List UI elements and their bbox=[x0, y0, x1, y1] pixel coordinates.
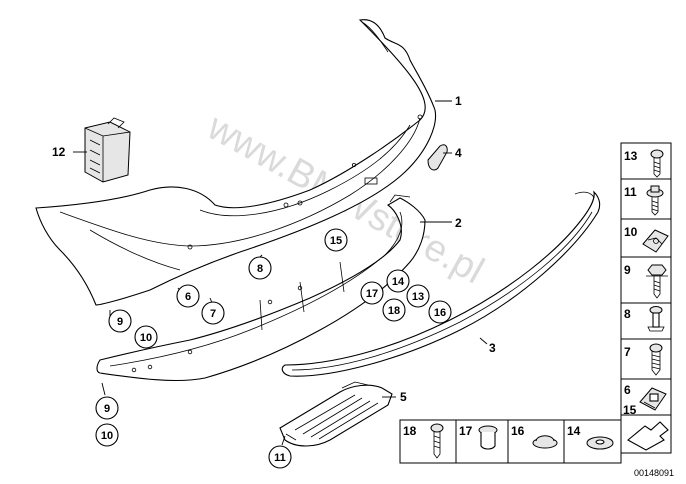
svg-text:7: 7 bbox=[210, 308, 216, 320]
svg-text:15: 15 bbox=[330, 235, 342, 247]
legend-item-6[interactable]: 6 bbox=[620, 378, 672, 416]
legend-item-9[interactable]: 9 bbox=[620, 256, 672, 304]
legend-item-10[interactable]: 10 bbox=[620, 218, 672, 258]
circled-callouts: 15 8 14 17 13 18 16 6 bbox=[95, 228, 452, 469]
svg-text:10: 10 bbox=[140, 332, 152, 344]
flange-screw-icon bbox=[646, 185, 664, 216]
svg-text:13: 13 bbox=[412, 291, 424, 303]
svg-text:6: 6 bbox=[624, 383, 631, 397]
legend-item-15[interactable]: 15 bbox=[620, 403, 672, 454]
svg-text:8: 8 bbox=[624, 307, 631, 321]
bolt-icon bbox=[430, 423, 444, 459]
plug-icon bbox=[532, 435, 558, 449]
svg-text:11: 11 bbox=[624, 185, 637, 199]
rear-bumper-panel[interactable] bbox=[35, 19, 437, 306]
svg-text:11: 11 bbox=[274, 452, 286, 464]
svg-text:13: 13 bbox=[624, 149, 638, 163]
svg-text:18: 18 bbox=[388, 305, 400, 317]
legend-item-8[interactable]: 8 bbox=[620, 302, 672, 340]
svg-text:9: 9 bbox=[104, 403, 110, 415]
circled-callout-7[interactable]: 7 bbox=[201, 301, 225, 325]
circled-callout-8[interactable]: 8 bbox=[248, 256, 272, 280]
hex-screw-icon bbox=[646, 264, 668, 299]
callout-1[interactable]: 1 bbox=[455, 94, 462, 108]
spring-nut-icon bbox=[642, 229, 669, 253]
legend-item-7[interactable]: 7 bbox=[620, 338, 672, 380]
arrow-icon bbox=[627, 421, 669, 451]
rear-apron[interactable] bbox=[96, 194, 426, 382]
svg-text:18: 18 bbox=[403, 424, 417, 438]
clip-nut-icon bbox=[639, 387, 667, 411]
circled-callout-16[interactable]: 16 bbox=[428, 300, 452, 324]
svg-text:9: 9 bbox=[624, 263, 631, 277]
trim-strip[interactable] bbox=[281, 190, 601, 377]
callout-12[interactable]: 12 bbox=[52, 145, 66, 159]
svg-text:15: 15 bbox=[623, 403, 637, 417]
lower-guard-plate[interactable] bbox=[279, 381, 393, 447]
circled-callout-15[interactable]: 15 bbox=[324, 228, 348, 252]
legend-bottom: 18 17 16 14 bbox=[399, 419, 622, 464]
svg-text:10: 10 bbox=[101, 430, 113, 442]
circled-callout-9-lower[interactable]: 9 bbox=[95, 396, 119, 420]
circled-callout-13[interactable]: 13 bbox=[406, 284, 430, 308]
rivet-icon bbox=[647, 306, 665, 332]
svg-text:6: 6 bbox=[185, 291, 191, 303]
legend-item-13[interactable]: 13 bbox=[620, 142, 672, 180]
callout-4[interactable]: 4 bbox=[455, 146, 462, 160]
circled-callout-11[interactable]: 11 bbox=[268, 445, 292, 469]
circled-callout-10-lower[interactable]: 10 bbox=[95, 423, 119, 447]
diagram-id: 00148091 bbox=[634, 468, 674, 478]
circled-callout-17[interactable]: 17 bbox=[360, 281, 384, 305]
svg-text:8: 8 bbox=[257, 263, 263, 275]
callout-2[interactable]: 2 bbox=[455, 216, 462, 230]
screw-icon bbox=[650, 149, 664, 178]
callout-3[interactable]: 3 bbox=[489, 341, 496, 355]
legend-item-11[interactable]: 11 bbox=[620, 178, 672, 220]
reflector-part[interactable] bbox=[427, 144, 448, 171]
grommet-icon bbox=[478, 425, 498, 450]
legend-right: 13 11 10 bbox=[620, 142, 672, 454]
svg-text:17: 17 bbox=[459, 424, 473, 438]
legend-item-17[interactable]: 17 bbox=[455, 419, 509, 464]
svg-text:14: 14 bbox=[567, 424, 581, 438]
svg-text:10: 10 bbox=[624, 225, 638, 239]
circled-callout-9-upper[interactable]: 9 bbox=[108, 309, 132, 333]
legend-item-18[interactable]: 18 bbox=[399, 419, 457, 464]
svg-text:7: 7 bbox=[624, 345, 631, 359]
svg-text:17: 17 bbox=[366, 288, 378, 300]
circled-callout-14[interactable]: 14 bbox=[386, 269, 410, 293]
svg-text:14: 14 bbox=[392, 276, 405, 288]
circled-callout-18[interactable]: 18 bbox=[382, 298, 406, 322]
svg-text:9: 9 bbox=[117, 316, 123, 328]
self-tapping-screw-icon bbox=[649, 343, 663, 376]
svg-text:16: 16 bbox=[434, 307, 446, 319]
circled-callout-10-upper[interactable]: 10 bbox=[134, 325, 158, 349]
legend-item-14[interactable]: 14 bbox=[563, 419, 622, 464]
connector-block[interactable] bbox=[84, 117, 131, 183]
callout-5[interactable]: 5 bbox=[400, 390, 407, 404]
washer-icon bbox=[586, 436, 614, 450]
side-callouts: 1 2 3 4 5 12 bbox=[52, 94, 496, 404]
circled-callout-6[interactable]: 6 bbox=[176, 284, 200, 308]
svg-text:16: 16 bbox=[511, 424, 525, 438]
legend-item-16[interactable]: 16 bbox=[507, 419, 565, 464]
